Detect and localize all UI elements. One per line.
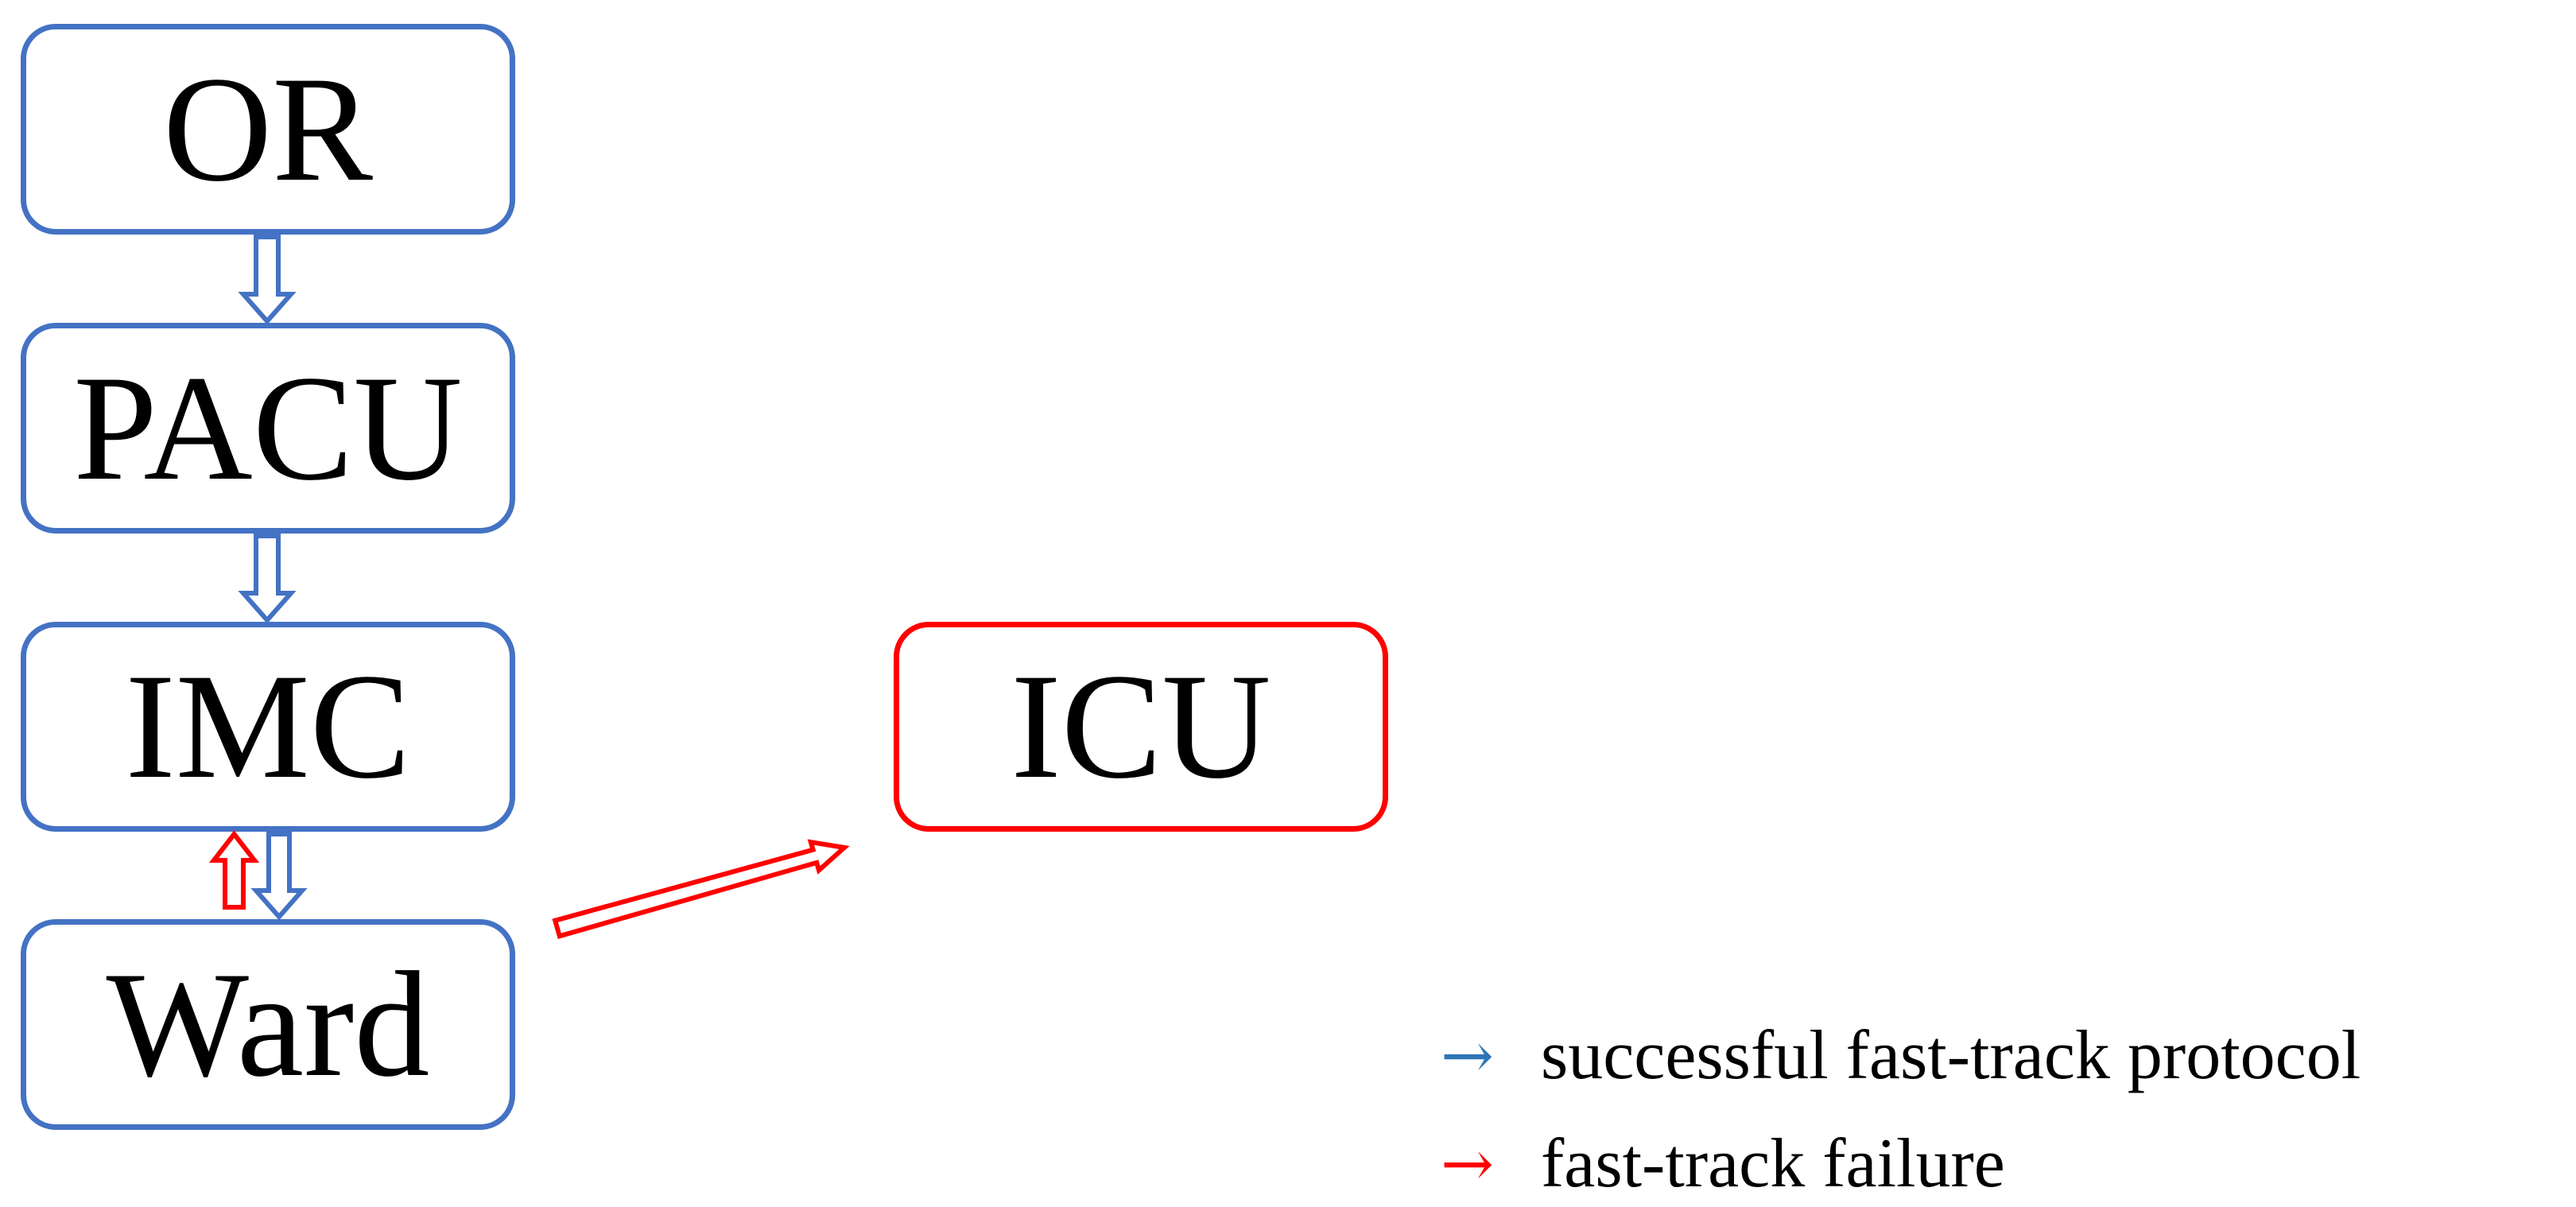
legend-item-success: → successful fast-track protocol xyxy=(1441,1011,2570,1099)
edge-ward-to-icu xyxy=(552,839,850,940)
legend-arrow-red-icon: → xyxy=(1441,1126,1495,1201)
node-imc-label: IMC xyxy=(125,643,411,810)
edge-or-to-pacu xyxy=(238,235,297,325)
node-or: OR xyxy=(21,24,515,235)
legend-arrow-blue-icon: → xyxy=(1441,1018,1495,1093)
edge-pacu-to-imc xyxy=(238,534,297,624)
edge-imc-to-ward xyxy=(250,832,308,921)
legend-item-failure: → fast-track failure xyxy=(1441,1120,2570,1207)
legend-label-success: successful fast-track protocol xyxy=(1541,1016,2361,1094)
node-pacu-label: PACU xyxy=(73,344,463,512)
node-icu-label: ICU xyxy=(1011,643,1271,810)
node-pacu: PACU xyxy=(21,323,515,534)
edge-ward-to-imc xyxy=(208,830,260,910)
legend-label-failure: fast-track failure xyxy=(1541,1124,2005,1202)
node-icu: ICU xyxy=(894,622,1388,832)
node-or-label: OR xyxy=(163,45,373,213)
node-ward: Ward xyxy=(21,919,515,1130)
node-ward-label: Ward xyxy=(106,941,430,1108)
node-imc: IMC xyxy=(21,622,515,832)
